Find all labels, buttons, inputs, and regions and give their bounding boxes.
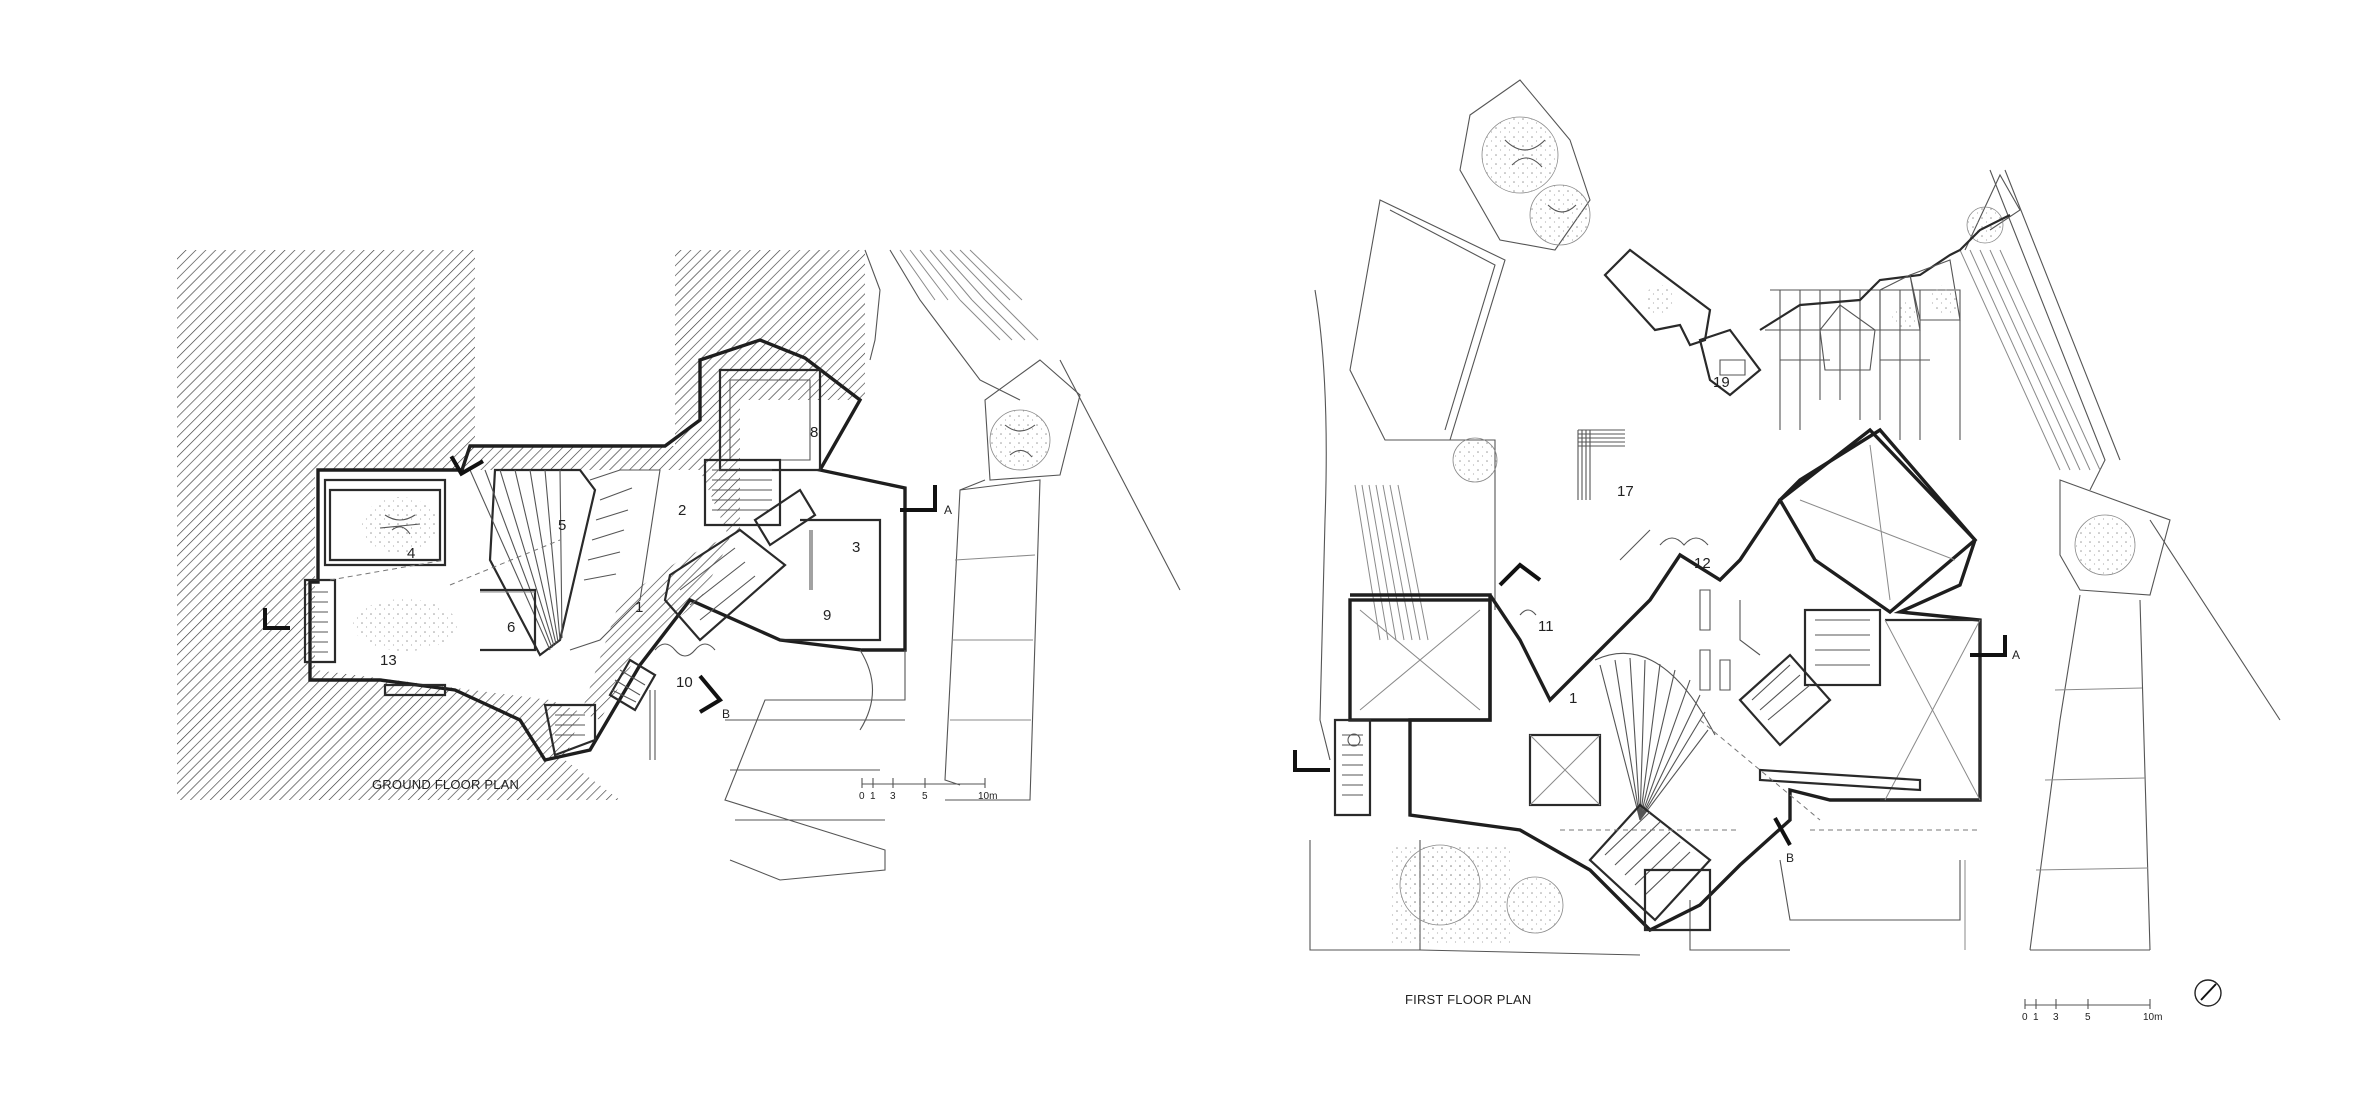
first-room-labels: 1 11 12 17 19 (1538, 374, 1730, 707)
ground-scale-bar: 0 1 3 5 10m (859, 778, 997, 802)
ground-floor-plan: 1 2 3 4 5 6 8 9 10 13 A B GROUND FLOOR P… (177, 249, 1181, 881)
ground-section-b-label: B (722, 707, 730, 721)
first-section-b-label: B (1786, 851, 1794, 865)
first-section-markers: A B (1293, 562, 2020, 865)
ground-floor-plan-title: GROUND FLOOR PLAN (372, 777, 519, 792)
first-scale-tick-5: 5 (2085, 1012, 2091, 1023)
ground-building (303, 338, 907, 762)
first-room-19: 19 (1713, 374, 1730, 391)
ground-scale-tick-5: 5 (922, 791, 928, 802)
first-scale-tick-0: 0 (2022, 1012, 2028, 1023)
ground-room-9: 9 (823, 607, 831, 624)
ground-room-4: 4 (407, 545, 415, 562)
ground-room-13: 13 (380, 652, 397, 669)
ground-room-8: 8 (810, 424, 818, 441)
ground-site-context (724, 249, 1181, 881)
ground-room-10: 10 (676, 674, 693, 691)
first-scale-tick-3: 3 (2053, 1012, 2059, 1023)
ground-scale-tick-0: 0 (859, 791, 865, 802)
first-room-12: 12 (1694, 555, 1711, 572)
first-top-structure (1603, 214, 2011, 397)
ground-hatched-mass (177, 250, 865, 800)
ground-section-markers: A B (263, 455, 952, 721)
first-fan-stair (1528, 652, 1716, 821)
first-pergola (1577, 429, 1625, 500)
first-scale-tick-1: 1 (2033, 1012, 2039, 1023)
ground-room-2: 2 (678, 502, 686, 519)
ground-scale-tick-1: 1 (870, 791, 876, 802)
first-site-context-right (1689, 169, 2281, 951)
first-floor-plan: 1 11 12 17 19 A B FIRST FLOOR PLAN 0 1 3… (1293, 79, 2281, 1023)
first-scale-tick-10m: 10m (2143, 1012, 2162, 1023)
ground-room-5: 5 (558, 517, 566, 534)
ground-room-labels: 1 2 3 4 5 6 8 9 10 13 (380, 424, 860, 691)
first-room-11: 11 (1538, 618, 1554, 635)
ground-room-3: 3 (852, 539, 860, 556)
first-building (1333, 289, 1982, 933)
north-arrow-icon (2194, 979, 2222, 1007)
first-floor-plan-title: FIRST FLOOR PLAN (1405, 992, 1531, 1007)
ground-scale-tick-3: 3 (890, 791, 896, 802)
first-room-17: 17 (1617, 483, 1634, 500)
ground-room-1: 1 (635, 599, 643, 616)
ground-room-6: 6 (507, 619, 515, 636)
first-room-1: 1 (1569, 690, 1577, 707)
first-lower-stair (1588, 803, 1712, 932)
first-site-context (1309, 79, 1641, 956)
first-section-a-label: A (2012, 648, 2020, 662)
ground-scale-tick-10m: 10m (978, 791, 997, 802)
first-scale-bar: 0 1 3 5 10m (2022, 999, 2162, 1023)
ground-section-a-label: A (944, 503, 952, 517)
